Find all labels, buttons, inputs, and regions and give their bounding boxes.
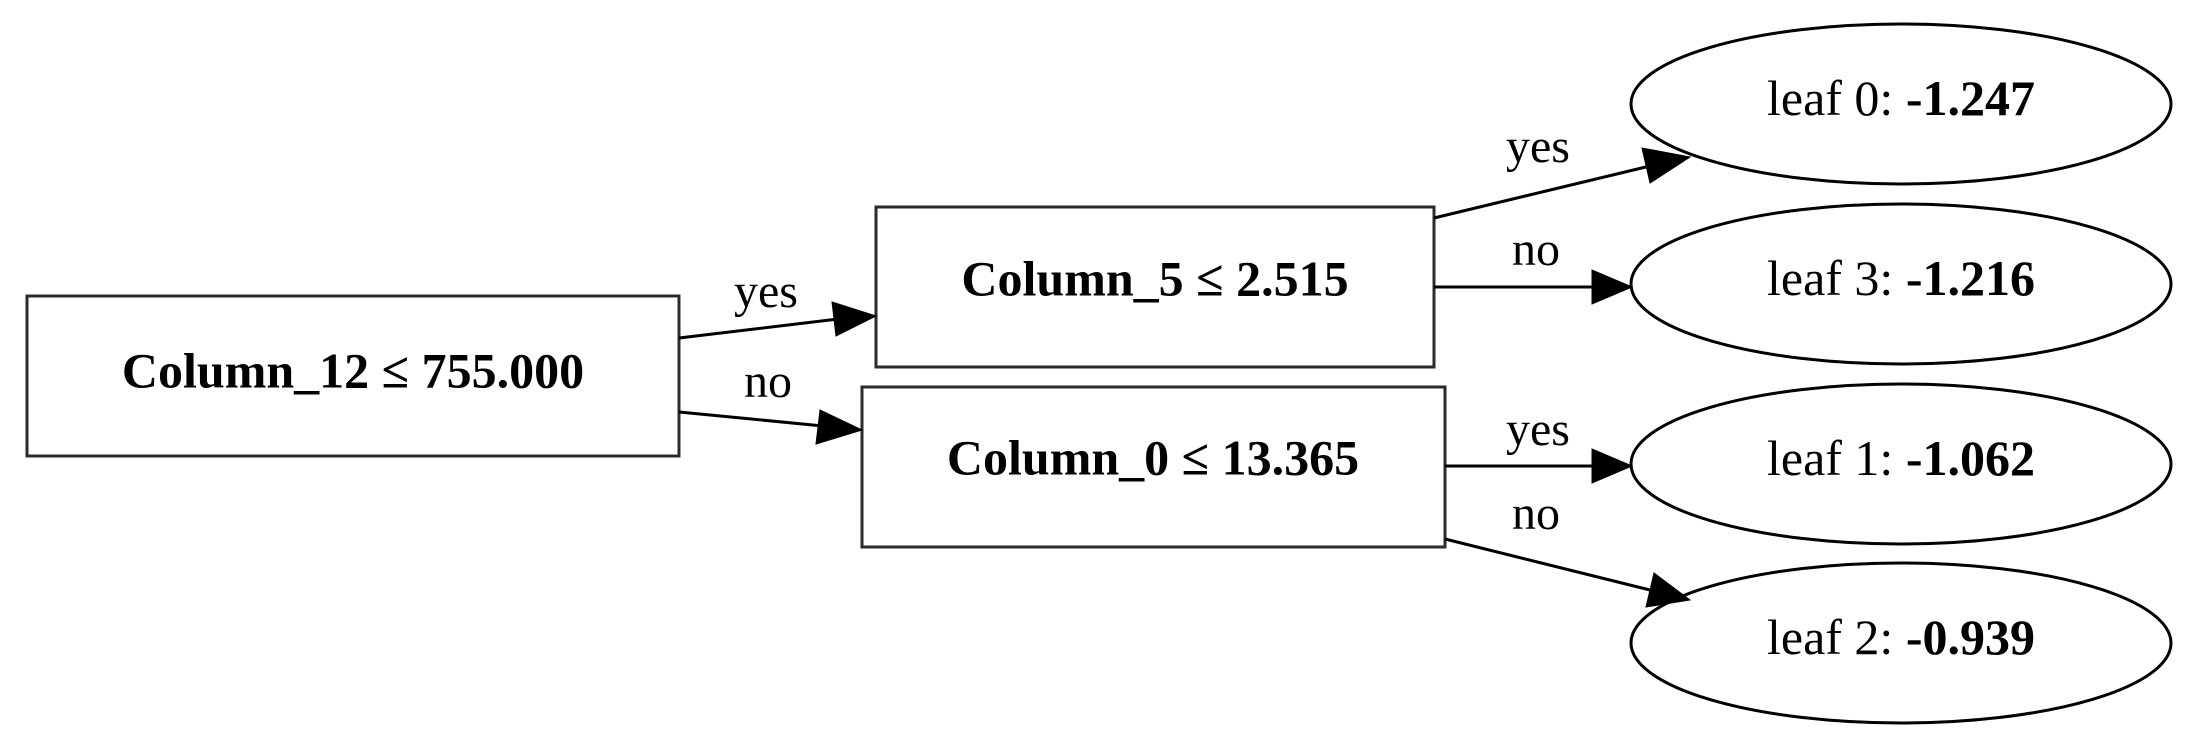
edge-label-split-a-yes: yes <box>1506 120 1570 173</box>
leaf-2-text: leaf 2: -0.939 <box>1767 609 2035 665</box>
leaf-node-0: leaf 0: -1.247 <box>1629 22 2173 186</box>
leaf-node-3: leaf 3: -1.216 <box>1629 202 2173 366</box>
edge-split-a-yes <box>1433 147 1692 220</box>
edge-label-split-b-no: no <box>1512 487 1560 540</box>
leaf-0-text: leaf 0: -1.247 <box>1767 70 2035 126</box>
split-node-column-5: Column_5 ≤ 2.515 <box>874 205 1436 369</box>
leaf-3-value: -1.216 <box>1906 250 2035 306</box>
edge-split-b-no <box>1444 537 1692 608</box>
edge-split-b-yes <box>1445 448 1634 484</box>
leaf-2-value: -0.939 <box>1906 609 2035 665</box>
edge-label-split-b-yes: yes <box>1506 403 1570 456</box>
edge-root-yes <box>678 301 878 340</box>
leaf-0-label: leaf 0: <box>1767 70 1906 126</box>
leaf-3-label: leaf 3: <box>1767 250 1906 306</box>
split-node-column-0: Column_0 ≤ 13.365 <box>860 385 1447 549</box>
leaf-node-1: leaf 1: -1.062 <box>1629 382 2173 546</box>
edge-label-root-yes: yes <box>734 265 798 318</box>
leaf-1-label: leaf 1: <box>1767 430 1906 486</box>
split-a-label: Column_5 ≤ 2.515 <box>961 250 1348 306</box>
edge-root-no <box>678 409 864 445</box>
leaf-1-value: -1.062 <box>1906 430 2035 486</box>
edge-label-split-a-no: no <box>1512 223 1560 276</box>
leaf-2-label: leaf 2: <box>1767 609 1906 665</box>
leaf-3-text: leaf 3: -1.216 <box>1767 250 2035 306</box>
leaf-1-text: leaf 1: -1.062 <box>1767 430 2035 486</box>
edge-label-root-no: no <box>744 355 792 408</box>
root-split-label: Column_12 ≤ 755.000 <box>122 342 584 398</box>
split-b-label: Column_0 ≤ 13.365 <box>947 429 1359 485</box>
leaf-node-2: leaf 2: -0.939 <box>1629 561 2173 725</box>
edge-split-a-no <box>1434 269 1634 305</box>
leaf-0-value: -1.247 <box>1906 70 2035 126</box>
root-split-node: Column_12 ≤ 755.000 <box>25 294 681 458</box>
